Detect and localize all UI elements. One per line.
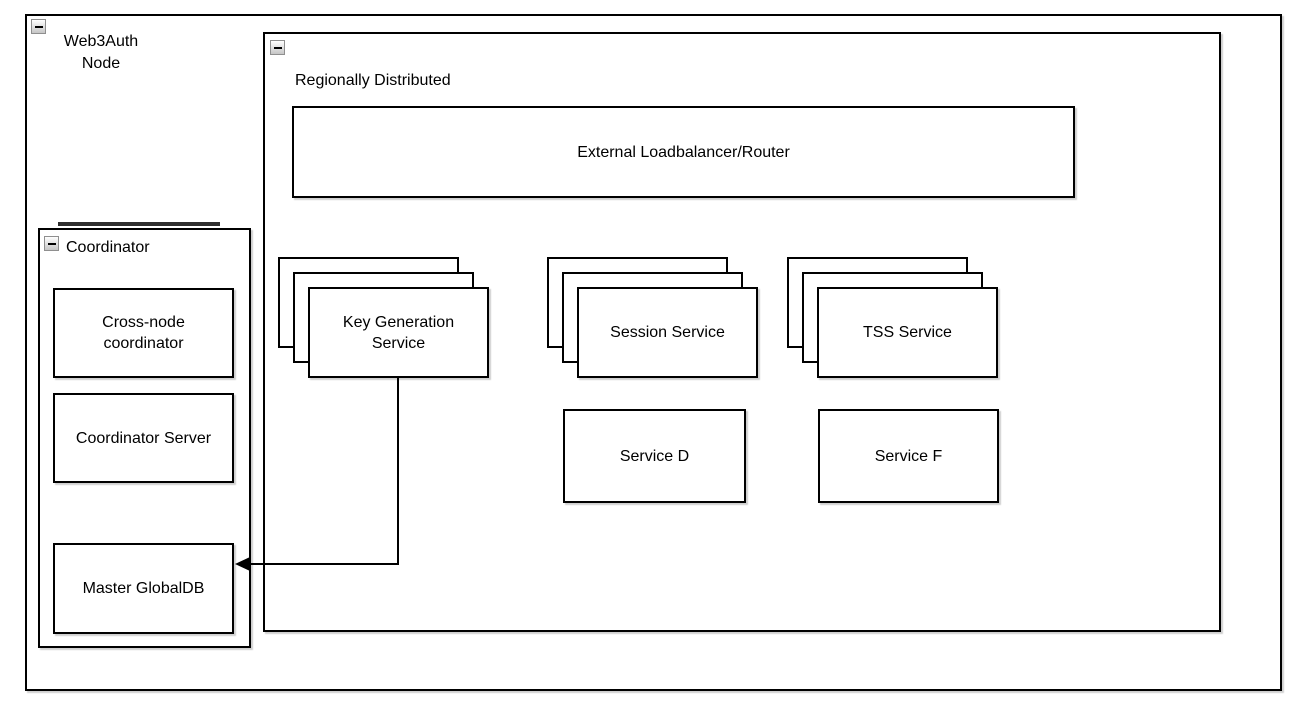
- stack-tss-service: TSS Service: [787, 257, 998, 378]
- group-coordinator-label: Coordinator: [66, 239, 150, 256]
- node-session-service: Session Service: [577, 287, 758, 378]
- group-web3auth-node-label: Web3Auth Node: [63, 33, 139, 72]
- node-tss-service: TSS Service: [817, 287, 998, 378]
- coordinator-top-accent: [58, 222, 220, 226]
- node-service-d: Service D: [563, 409, 746, 503]
- group-kube-cluster-label-line1: Regionally Distributed: [295, 72, 451, 89]
- collapse-button-coordinator[interactable]: [44, 236, 59, 251]
- node-key-generation-service: Key Generation Service: [308, 287, 489, 378]
- minus-icon: [48, 243, 56, 245]
- node-master-globaldb: Master GlobalDB: [53, 543, 234, 634]
- collapse-button-kube-cluster[interactable]: [270, 40, 285, 55]
- node-cross-node-coordinator: Cross-node coordinator: [53, 288, 234, 378]
- stack-key-generation-service: Key Generation Service: [278, 257, 489, 378]
- node-external-loadbalancer: External Loadbalancer/Router: [292, 106, 1075, 198]
- stack-session-service: Session Service: [547, 257, 758, 378]
- node-service-f: Service F: [818, 409, 999, 503]
- collapse-button-web3auth-node[interactable]: [31, 19, 46, 34]
- minus-icon: [274, 47, 282, 49]
- node-coordinator-server: Coordinator Server: [53, 393, 234, 483]
- minus-icon: [35, 26, 43, 28]
